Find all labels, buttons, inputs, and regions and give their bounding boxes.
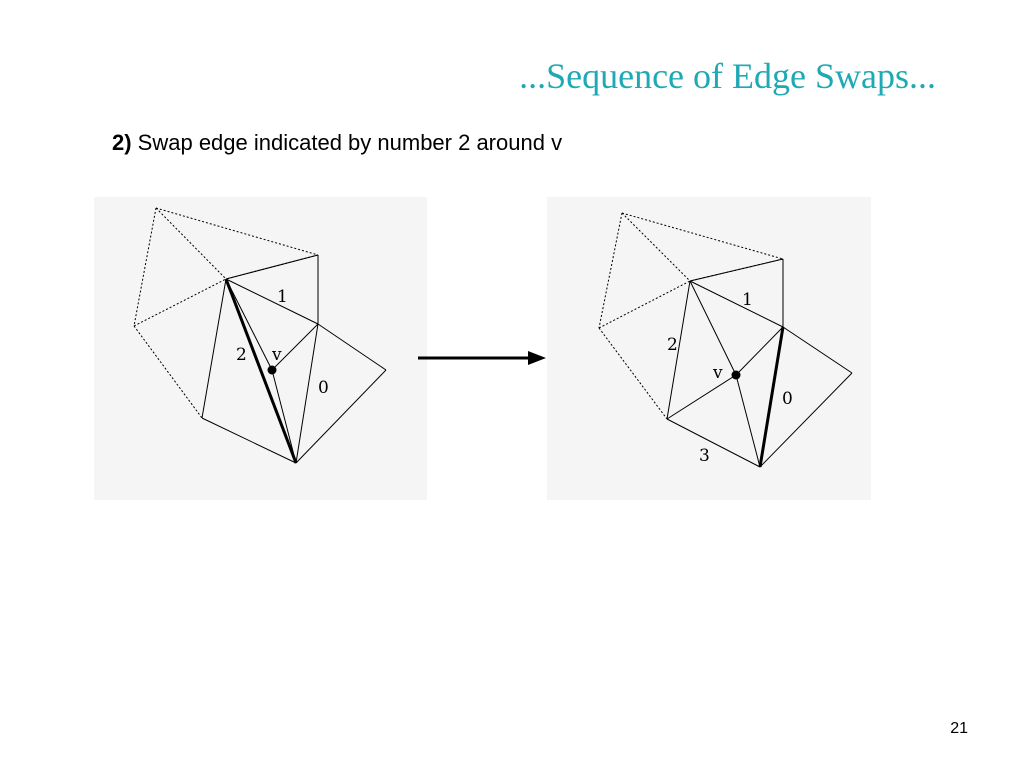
mesh-edge	[689, 258, 784, 282]
dotted-edge	[621, 212, 784, 260]
mesh-edge	[225, 278, 273, 371]
edge-label-1: 1	[742, 290, 753, 310]
dotted-edge	[621, 212, 691, 282]
page-number: 21	[950, 720, 968, 737]
diagram-after: 1 2 v 0 3	[547, 197, 871, 500]
instruction-text: 2) Swap edge indicated by number 2 aroun…	[112, 128, 562, 158]
mesh-edge	[201, 417, 297, 464]
mesh-edge	[735, 374, 761, 468]
mesh-before: 1 2 v 0	[133, 207, 387, 464]
dotted-edge	[133, 278, 227, 327]
mesh-edge	[201, 278, 227, 419]
dotted-edge	[598, 280, 691, 329]
mesh-edge	[689, 280, 737, 376]
mesh-edge	[295, 323, 319, 464]
vertex-label-v: v	[271, 345, 282, 365]
arrow-right-icon	[418, 351, 546, 365]
edge-label-0: 0	[318, 378, 329, 398]
swapped-edge	[666, 374, 737, 420]
dotted-edge	[155, 207, 227, 280]
mesh-after: 1 2 v 0 3	[598, 212, 853, 468]
mesh-edge	[735, 326, 784, 376]
edge-label-3: 3	[699, 446, 710, 466]
dotted-edge	[155, 207, 319, 256]
step-number: 2)	[112, 130, 132, 155]
edge-label-2: 2	[236, 345, 247, 365]
mesh-edge	[666, 418, 761, 468]
dotted-edge	[133, 325, 203, 419]
mesh-edge	[782, 326, 853, 374]
mesh-edge	[317, 323, 387, 371]
dotted-edge	[133, 207, 157, 327]
dotted-edge	[598, 327, 668, 420]
mesh-edge	[225, 278, 319, 325]
edge-0-bold	[758, 326, 785, 468]
mesh-edge	[225, 254, 319, 280]
vertex-v-dot	[731, 370, 741, 380]
step-description: Swap edge indicated by number 2 around v	[131, 130, 563, 155]
diagram-before: 1 2 v 0	[94, 197, 427, 500]
mesh-edge	[666, 280, 691, 420]
dotted-edge	[598, 212, 623, 329]
mesh-edge	[295, 369, 387, 464]
mesh-edge	[271, 369, 297, 464]
vertex-v-dot	[267, 365, 277, 375]
vertex-label-v: v	[712, 363, 723, 383]
slide-title: ...Sequence of Edge Swaps...	[519, 56, 936, 96]
edge-label-0: 0	[782, 389, 793, 409]
edge-label-2: 2	[667, 335, 678, 355]
edge-label-1: 1	[277, 287, 288, 307]
edge-2-bold	[224, 278, 298, 464]
mesh-edge	[689, 280, 784, 328]
mesh-edge	[271, 323, 319, 371]
mesh-edge	[759, 372, 853, 468]
